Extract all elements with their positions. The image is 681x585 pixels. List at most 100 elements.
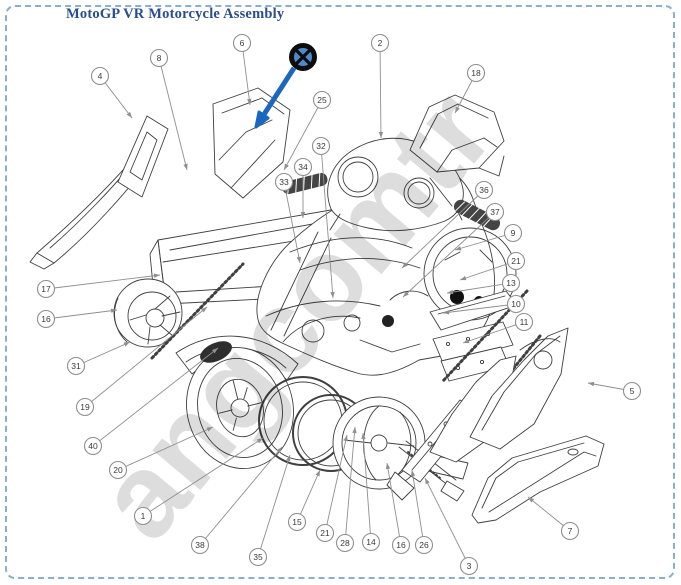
part-callout-38: 38	[190, 446, 283, 555]
part-callout-31: 31	[66, 341, 131, 376]
leader-arrowhead	[206, 427, 213, 432]
balloon-number: 16	[396, 540, 406, 550]
balloon-number: 40	[88, 441, 98, 451]
balloon-number: 6	[240, 38, 245, 48]
balloon-number: 14	[366, 537, 376, 547]
balloon-number: 17	[41, 284, 51, 294]
leader-arrowhead	[286, 455, 291, 462]
part-callout-14: 14	[361, 432, 381, 552]
balloon-number: 13	[506, 278, 516, 288]
leader-line	[45, 274, 161, 290]
leader-arrowhead	[410, 470, 416, 477]
leader-arrowhead	[110, 308, 117, 313]
balloon-number: 15	[292, 517, 302, 527]
grip-patch	[200, 341, 232, 363]
leader-arrowhead	[256, 438, 263, 444]
motorcycle-line-art	[29, 87, 605, 524]
balloon-circle	[312, 90, 332, 110]
leader-arrowhead	[361, 433, 366, 440]
leader-line	[386, 462, 402, 546]
leader-line	[45, 309, 118, 320]
leader-line	[199, 446, 283, 546]
left-fairing-stay	[29, 115, 169, 270]
balloon-number: 20	[113, 465, 123, 475]
part-callout-40: 40	[83, 347, 219, 456]
balloon-number: 4	[98, 71, 103, 81]
balloon-circle	[311, 136, 331, 156]
leader-arrowhead	[330, 291, 335, 298]
balloon-circle	[370, 33, 390, 53]
seat-cowl	[409, 94, 505, 177]
part-6-panel[interactable]	[212, 87, 291, 199]
part-callout-16: 16	[36, 308, 118, 329]
balloon-circle	[133, 506, 153, 526]
part-callout-21: 21	[459, 251, 526, 281]
leader-arrowhead	[460, 275, 467, 281]
part-callout-9: 9	[454, 223, 523, 251]
leader-line	[257, 454, 291, 558]
part-callout-7: 7	[527, 496, 580, 541]
balloon-number: 8	[157, 53, 162, 63]
part-callout-3: 3	[424, 477, 479, 576]
leader-line	[401, 189, 485, 269]
tail-panels	[429, 327, 569, 463]
balloon-circle	[622, 381, 642, 401]
part-callout-13: 13	[446, 273, 521, 295]
marker-x-icon	[293, 47, 313, 67]
balloon-circle	[66, 356, 86, 376]
balloon-circle	[108, 460, 128, 480]
balloon-number: 25	[317, 95, 327, 105]
balloon-circle	[90, 66, 110, 86]
leader-arrowhead	[385, 463, 391, 470]
leader-line	[454, 232, 514, 251]
balloon-circle	[361, 532, 381, 552]
part-callout-4: 4	[90, 66, 133, 119]
balloon-circle	[474, 180, 494, 200]
leader-line	[92, 347, 219, 447]
leader-line	[379, 42, 382, 139]
balloon-number: 2	[378, 38, 383, 48]
click-indicator[interactable]	[254, 43, 317, 129]
balloon-circle	[248, 547, 268, 567]
leader-line	[402, 211, 496, 298]
balloon-circle	[190, 535, 210, 555]
leader-arrowhead	[403, 291, 409, 297]
balloon-circle	[501, 273, 521, 293]
part-callout-33: 33	[274, 172, 301, 264]
balloon-circle	[485, 202, 505, 222]
leader-arrowhead	[455, 246, 462, 251]
part-callout-15: 15	[287, 469, 321, 532]
balloon-number: 1	[141, 511, 146, 521]
balloon-circle	[506, 251, 526, 271]
part-callout-32: 32	[311, 136, 335, 299]
pointer-arrow-head	[254, 110, 270, 129]
leader-line	[296, 469, 321, 523]
leader-arrowhead	[455, 106, 460, 113]
balloon-number: 37	[490, 207, 500, 217]
leader-arrowhead	[247, 98, 252, 105]
balloon-circle	[287, 512, 307, 532]
part-callout-11: 11	[462, 312, 534, 344]
balloon-circle	[315, 523, 335, 543]
part-callout-36: 36	[401, 180, 494, 269]
balloon-circle	[75, 397, 95, 417]
leader-line	[142, 437, 264, 517]
balloon-number: 28	[340, 538, 350, 548]
leader-arrowhead	[211, 348, 218, 354]
leader-arrowhead	[402, 262, 408, 268]
balloon-number: 36	[479, 185, 489, 195]
balloon-number: 35	[253, 552, 263, 562]
balloon-circle	[503, 223, 523, 243]
balloon-circle	[293, 157, 313, 177]
balloon-number: 21	[320, 528, 330, 538]
balloon-circle	[274, 172, 294, 192]
part-callout-34: 34	[293, 157, 313, 218]
leader-arrowhead	[200, 307, 207, 313]
part-callout-2: 2	[370, 33, 390, 139]
part-callout-25: 25	[283, 90, 332, 171]
balloon-number: 10	[511, 299, 521, 309]
leader-line	[75, 341, 131, 367]
balloon-number: 32	[316, 141, 326, 151]
